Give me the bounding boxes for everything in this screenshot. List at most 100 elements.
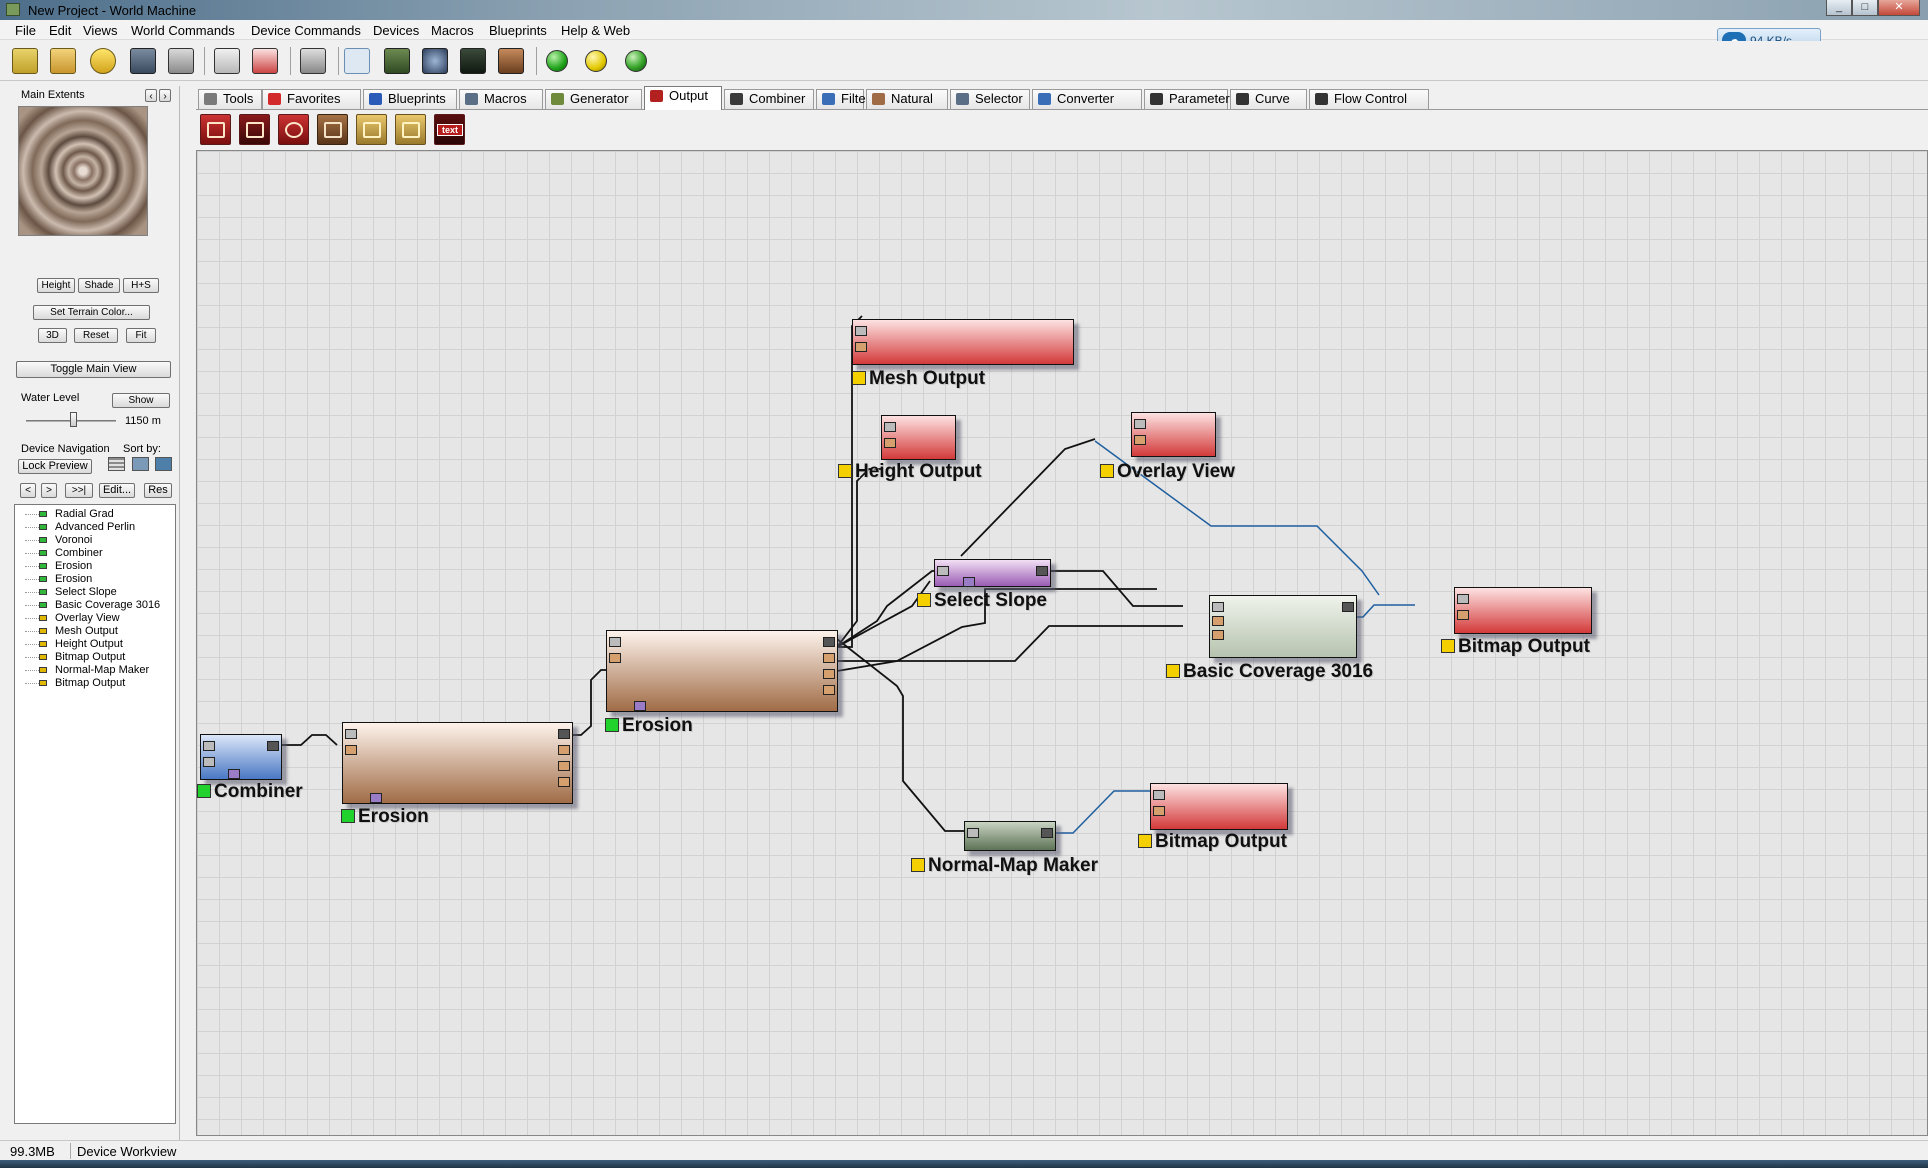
3d-button[interactable]: 3D — [38, 328, 67, 343]
node-mask-port[interactable] — [228, 769, 240, 779]
node-input-port[interactable] — [1212, 630, 1224, 640]
node-input-port[interactable] — [345, 729, 357, 739]
3d-preview-icon[interactable] — [460, 48, 486, 74]
view-prev-button[interactable]: ‹ — [145, 89, 157, 102]
water-level-slider[interactable] — [69, 412, 77, 427]
node-mesh-output[interactable] — [852, 319, 1074, 365]
build-yellow-icon[interactable] — [585, 50, 607, 72]
node-output-port[interactable] — [558, 761, 570, 771]
device-workview-canvas[interactable]: Mesh Output Height Output Overlay View S… — [196, 150, 1928, 1136]
dice-icon[interactable] — [300, 48, 326, 74]
node-output-port[interactable] — [1041, 828, 1053, 838]
node-input-port[interactable] — [609, 653, 621, 663]
maximize-button[interactable]: □ — [1852, 0, 1878, 16]
text-output-device-button[interactable]: text — [434, 114, 465, 145]
sort-by-graph-icon[interactable] — [155, 457, 172, 471]
toggle-main-view-button[interactable]: Toggle Main View — [16, 361, 171, 378]
texture-view-icon[interactable] — [498, 48, 524, 74]
water-show-button[interactable]: Show — [112, 393, 170, 408]
height-output-device-button[interactable] — [356, 114, 387, 145]
lock-preview-button[interactable]: Lock Preview — [18, 459, 92, 474]
node-output-port[interactable] — [823, 653, 835, 663]
help-icon[interactable] — [90, 48, 116, 74]
menu-devices[interactable]: Devices — [373, 23, 420, 38]
node-input-port[interactable] — [203, 757, 215, 767]
tab-converter[interactable]: Converter — [1032, 89, 1142, 109]
node-input-port[interactable] — [1212, 602, 1224, 612]
tab-natural[interactable]: Natural — [866, 89, 948, 109]
view-next-button[interactable]: › — [159, 89, 171, 102]
node-input-port[interactable] — [884, 422, 896, 432]
res-button[interactable]: Res — [144, 483, 172, 498]
export-icon[interactable] — [168, 48, 194, 74]
tab-parameter[interactable]: Parameter — [1144, 89, 1230, 109]
node-input-port[interactable] — [855, 326, 867, 336]
menu-edit[interactable]: Edit — [49, 23, 72, 38]
node-mask-port[interactable] — [963, 577, 975, 587]
node-output-port[interactable] — [558, 729, 570, 739]
nav-next-button[interactable]: > — [41, 483, 57, 498]
node-normal-map-maker[interactable] — [964, 821, 1056, 851]
terrain-preview[interactable] — [18, 106, 148, 236]
tab-curve[interactable]: Curve — [1230, 89, 1307, 109]
globe-view-icon[interactable] — [422, 48, 448, 74]
bitmap-output-device-button[interactable] — [395, 114, 426, 145]
tab-filter[interactable]: Filter — [816, 89, 870, 109]
node-bitmap-output-2[interactable] — [1150, 783, 1288, 830]
save-icon[interactable] — [130, 48, 156, 74]
menu-file[interactable]: File — [15, 23, 36, 38]
node-output-port[interactable] — [1036, 566, 1048, 576]
node-output-port[interactable] — [558, 745, 570, 755]
fit-button[interactable]: Fit — [126, 328, 156, 343]
sort-by-list-icon[interactable] — [108, 457, 125, 471]
node-input-port[interactable] — [609, 637, 621, 647]
mesh-output-device-button[interactable] — [317, 114, 348, 145]
node-input-port[interactable] — [1134, 419, 1146, 429]
minimize-button[interactable]: _ — [1826, 0, 1852, 16]
tab-tools[interactable]: Tools — [198, 89, 262, 109]
tab-favorites[interactable]: Favorites — [262, 89, 361, 109]
node-overlay-view[interactable] — [1131, 412, 1216, 457]
node-bitmap-output[interactable] — [1454, 587, 1592, 634]
node-output-port[interactable] — [823, 637, 835, 647]
node-mask-port[interactable] — [634, 701, 646, 711]
node-input-port[interactable] — [345, 745, 357, 755]
hs-view-button[interactable]: H+S — [123, 278, 159, 293]
node-mask-port[interactable] — [370, 793, 382, 803]
render-icon[interactable] — [252, 48, 278, 74]
node-input-port[interactable] — [1153, 806, 1165, 816]
node-input-port[interactable] — [884, 438, 896, 448]
node-output-port[interactable] — [823, 685, 835, 695]
node-combiner[interactable] — [200, 734, 282, 780]
edit-button[interactable]: Edit... — [99, 483, 135, 498]
node-output-port[interactable] — [823, 669, 835, 679]
menu-macros[interactable]: Macros — [431, 23, 474, 38]
node-input-port[interactable] — [855, 342, 867, 352]
node-output-port[interactable] — [267, 741, 279, 751]
node-erosion-1[interactable] — [342, 722, 573, 804]
height-view-button[interactable]: Height — [37, 278, 75, 293]
close-button[interactable]: ✕ — [1878, 0, 1920, 16]
node-input-port[interactable] — [1134, 435, 1146, 445]
tab-macros[interactable]: Macros — [459, 89, 543, 109]
node-output-port[interactable] — [558, 777, 570, 787]
menu-help-web[interactable]: Help & Web — [561, 23, 631, 38]
node-height-output[interactable] — [881, 415, 956, 460]
node-input-port[interactable] — [1153, 790, 1165, 800]
menu-device-commands[interactable]: Device Commands — [251, 23, 361, 38]
save-output-device-button[interactable] — [200, 114, 231, 145]
node-input-port[interactable] — [937, 566, 949, 576]
menu-views[interactable]: Views — [83, 23, 118, 38]
node-input-port[interactable] — [1457, 610, 1469, 620]
nav-prev-button[interactable]: < — [20, 483, 36, 498]
node-output-port[interactable] — [1342, 602, 1354, 612]
set-terrain-color-button[interactable]: Set Terrain Color... — [33, 305, 150, 320]
terrain-view-icon[interactable] — [214, 48, 240, 74]
tab-combiner[interactable]: Combiner — [724, 89, 814, 109]
node-select-slope[interactable] — [934, 559, 1051, 587]
tab-generator[interactable]: Generator — [545, 89, 642, 109]
layout-view-icon[interactable] — [384, 48, 410, 74]
tab-selector[interactable]: Selector — [950, 89, 1030, 109]
menu-world-commands[interactable]: World Commands — [131, 23, 235, 38]
